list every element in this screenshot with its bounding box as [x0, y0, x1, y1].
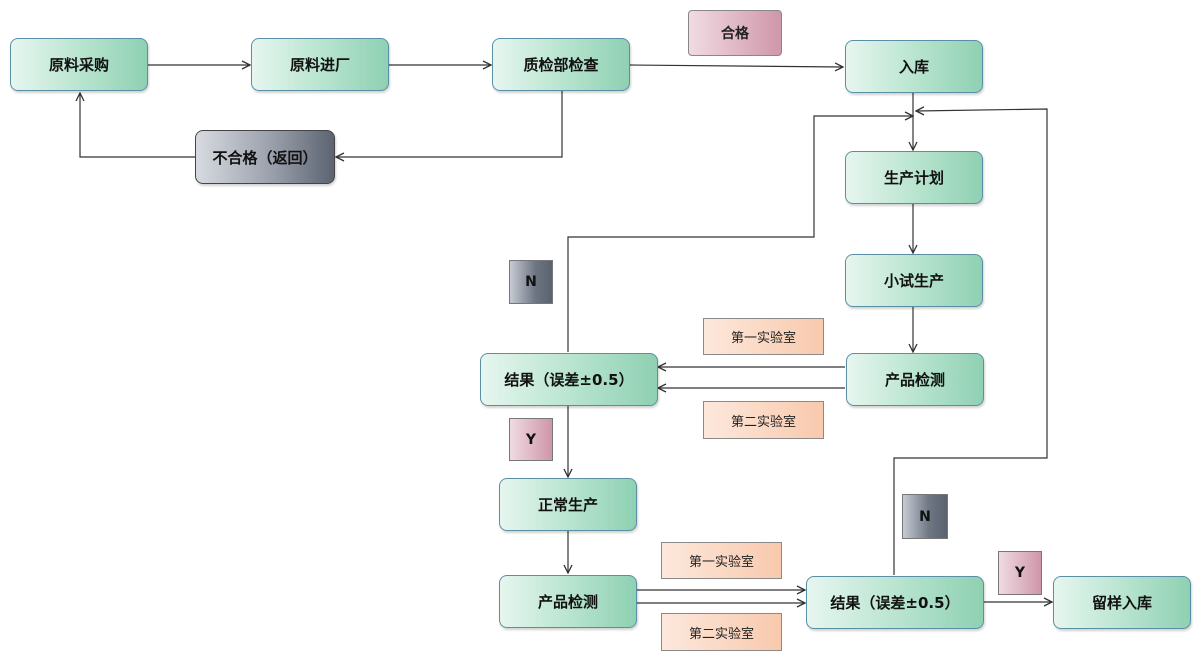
node-result-2: 结果（误差±0.5） [806, 576, 984, 629]
node-qc-check: 质检部检查 [492, 38, 630, 91]
label-lab1-lower: 第一实验室 [661, 542, 782, 579]
arrow-qc-to-warehouse [629, 65, 843, 67]
label-lab2-upper: 第二实验室 [703, 401, 824, 439]
label-lab2-lower: 第二实验室 [661, 613, 782, 651]
node-normal-production: 正常生产 [499, 478, 637, 531]
label-lab1-upper: 第一实验室 [703, 318, 824, 355]
arrow-qc-to-fail [336, 91, 563, 157]
node-product-test-1: 产品检测 [846, 353, 984, 406]
node-fail-return: 不合格（返回） [195, 130, 335, 184]
flag-no-lower: N [902, 494, 948, 539]
label-pass: 合格 [688, 10, 782, 56]
node-raw-entry: 原料进厂 [251, 38, 389, 91]
arrow-result1-no-loop [567, 116, 913, 352]
flag-yes-lower: Y [998, 551, 1042, 595]
node-product-test-2: 产品检测 [499, 575, 637, 628]
arrow-fail-to-purchase [80, 93, 195, 158]
arrow-result2-no-loop [893, 109, 1048, 575]
flag-no-upper: N [509, 260, 553, 304]
node-warehouse-in: 入库 [845, 40, 983, 93]
node-production-plan: 生产计划 [845, 151, 983, 204]
flag-yes-upper: Y [509, 418, 553, 461]
node-result-1: 结果（误差±0.5） [480, 353, 658, 406]
node-raw-purchase: 原料采购 [10, 38, 148, 91]
node-trial-production: 小试生产 [845, 254, 983, 307]
node-sample-storage: 留样入库 [1053, 576, 1191, 629]
